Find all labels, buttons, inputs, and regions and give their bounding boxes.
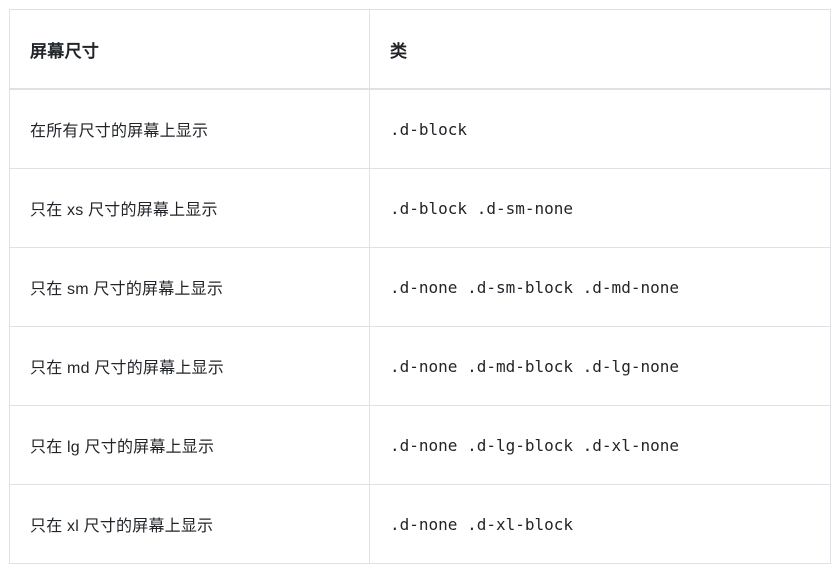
table-row: 只在 sm 尺寸的屏幕上显示 .d-none .d-sm-block .d-md… [9, 247, 831, 327]
column-header-class: 类 [369, 9, 831, 90]
cell-screen-size: 只在 sm 尺寸的屏幕上显示 [9, 247, 370, 327]
cell-class-names: .d-block [369, 88, 831, 169]
table-row: 只在 xs 尺寸的屏幕上显示 .d-block .d-sm-none [9, 168, 831, 248]
table-row: 在所有尺寸的屏幕上显示 .d-block [9, 88, 831, 169]
display-utilities-table: 屏幕尺寸 类 在所有尺寸的屏幕上显示 .d-block 只在 xs 尺寸的屏幕上… [9, 9, 831, 564]
cell-class-names: .d-none .d-lg-block .d-xl-none [369, 405, 831, 485]
cell-screen-size: 只在 lg 尺寸的屏幕上显示 [9, 405, 370, 485]
cell-class-names: .d-none .d-xl-block [369, 484, 831, 564]
cell-screen-size: 只在 xl 尺寸的屏幕上显示 [9, 484, 370, 564]
column-header-screen-size: 屏幕尺寸 [9, 9, 370, 90]
table-header-row: 屏幕尺寸 类 [9, 9, 831, 90]
table-row: 只在 md 尺寸的屏幕上显示 .d-none .d-md-block .d-lg… [9, 326, 831, 406]
table-header: 屏幕尺寸 类 [9, 9, 831, 90]
table-row: 只在 xl 尺寸的屏幕上显示 .d-none .d-xl-block [9, 484, 831, 564]
cell-class-names: .d-none .d-md-block .d-lg-none [369, 326, 831, 406]
table-row: 只在 lg 尺寸的屏幕上显示 .d-none .d-lg-block .d-xl… [9, 405, 831, 485]
cell-class-names: .d-block .d-sm-none [369, 168, 831, 248]
cell-screen-size: 只在 md 尺寸的屏幕上显示 [9, 326, 370, 406]
cell-screen-size: 在所有尺寸的屏幕上显示 [9, 88, 370, 169]
cell-screen-size: 只在 xs 尺寸的屏幕上显示 [9, 168, 370, 248]
table-body: 在所有尺寸的屏幕上显示 .d-block 只在 xs 尺寸的屏幕上显示 .d-b… [9, 88, 831, 564]
display-utilities-table-container: 屏幕尺寸 类 在所有尺寸的屏幕上显示 .d-block 只在 xs 尺寸的屏幕上… [9, 9, 831, 578]
cell-class-names: .d-none .d-sm-block .d-md-none [369, 247, 831, 327]
